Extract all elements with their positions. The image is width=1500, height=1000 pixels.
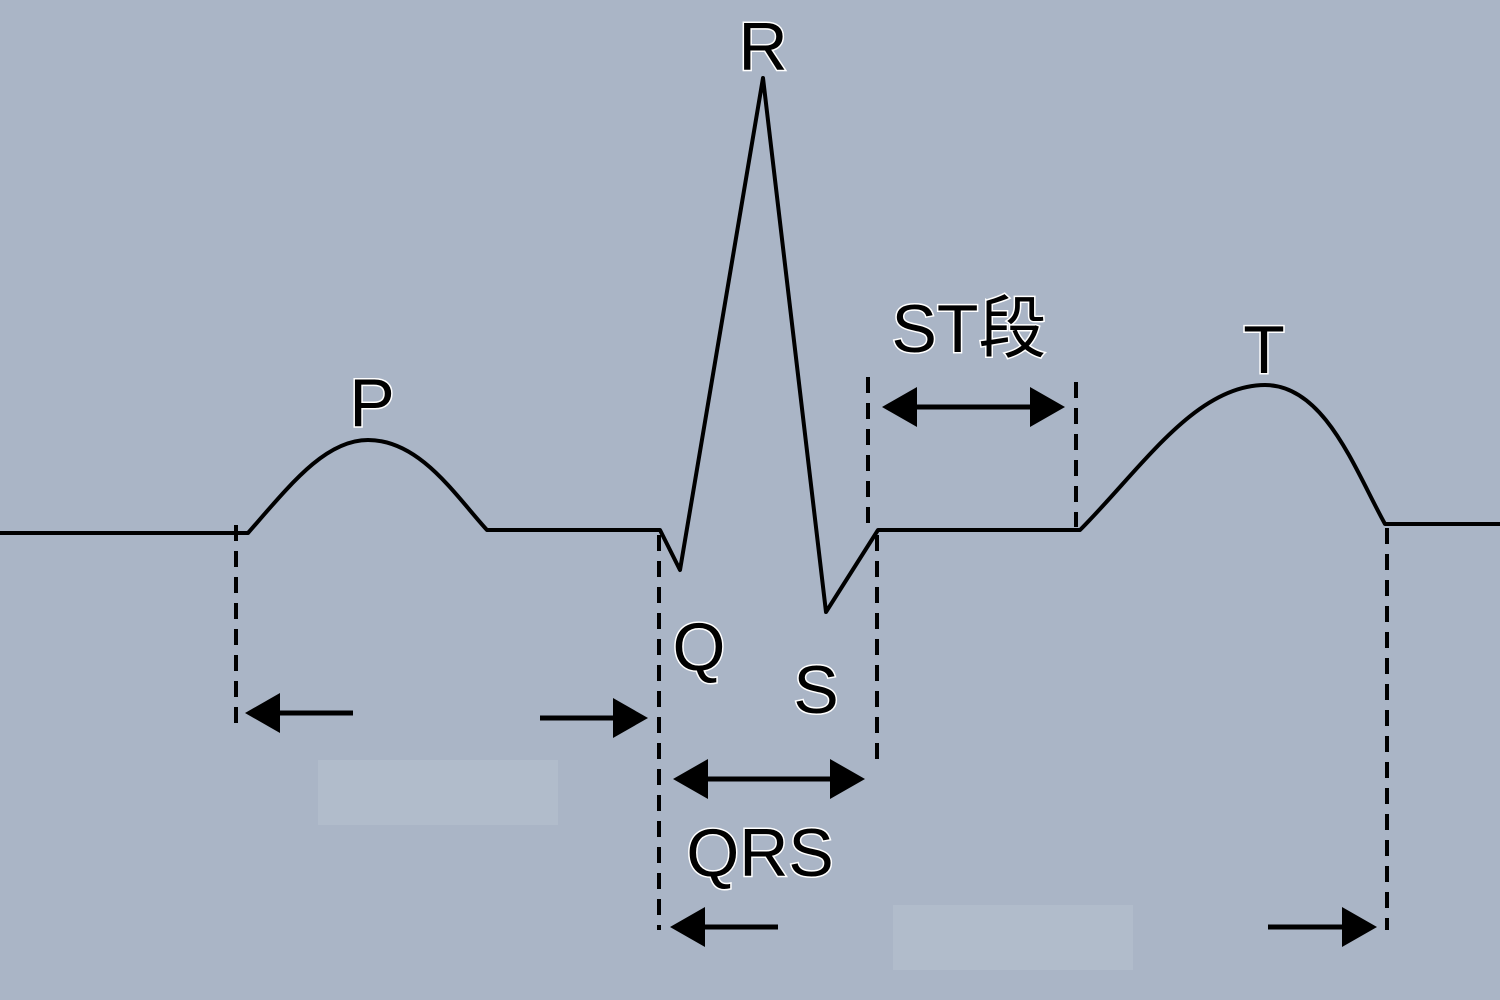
p-wave-label: P [349,365,394,441]
t-wave-label: T [1243,312,1285,388]
ecg-waveform [0,76,1500,614]
qt-interval-label-box [893,905,1133,970]
s-wave-label: S [793,652,838,728]
r-wave-label: R [738,9,787,85]
q-wave-label: Q [673,609,726,685]
pr-interval-label-box [318,760,558,825]
st-segment-label: ST段 [892,291,1047,367]
qrs-label: QRS [686,815,833,891]
